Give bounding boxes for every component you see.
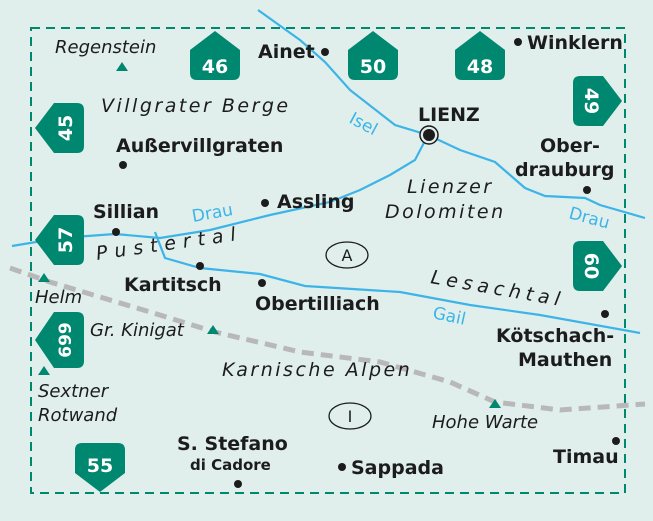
national-border bbox=[9, 265, 646, 413]
rivers bbox=[11, 9, 646, 335]
drau-river-east bbox=[427, 134, 646, 220]
svg-text:55: 55 bbox=[87, 455, 113, 477]
sheet-45-shield[interactable]: 45 bbox=[35, 103, 84, 153]
town-markers bbox=[112, 38, 620, 488]
town-obertilliach: Obertilliach bbox=[255, 293, 380, 315]
map-sheet-boundary bbox=[30, 27, 626, 494]
svg-text:57: 57 bbox=[55, 227, 77, 253]
svg-text:46: 46 bbox=[202, 56, 228, 78]
sheet-48-shield[interactable]: 48 bbox=[455, 31, 505, 80]
lienz-city-marker bbox=[419, 125, 439, 145]
sheet-46-shield[interactable]: 46 bbox=[190, 31, 240, 80]
peak-triangles bbox=[38, 62, 501, 408]
svg-text:A: A bbox=[342, 246, 353, 265]
country-austria: A bbox=[325, 241, 369, 269]
gail-river bbox=[153, 231, 641, 335]
sheet-49-shield[interactable]: 49 bbox=[573, 76, 622, 126]
town-drauburg: drauburg bbox=[515, 159, 614, 181]
town-timau: Timau bbox=[553, 446, 619, 468]
town-sillian: Sillian bbox=[93, 201, 159, 223]
river-label-drau-west: Drau bbox=[190, 200, 234, 227]
peak-kinigat: Gr. Kinigat bbox=[90, 320, 185, 341]
isel-river bbox=[257, 9, 429, 137]
town-kartitsch: Kartitsch bbox=[124, 274, 222, 296]
region-lesachtal: Lesachtal bbox=[429, 266, 566, 311]
town-ausservillgraten: Außervillgraten bbox=[116, 135, 283, 157]
svg-text:50: 50 bbox=[360, 56, 386, 78]
town-lienz: LIENZ bbox=[418, 104, 480, 126]
sheet-60-shield[interactable]: 60 bbox=[573, 241, 622, 291]
town-cadore: di Cadore bbox=[190, 456, 271, 474]
region-karnische-alpen: Karnische Alpen bbox=[222, 359, 412, 381]
peak-regenstein: Regenstein bbox=[55, 37, 156, 58]
peak-sextner: Sextner bbox=[38, 381, 110, 402]
drau-river-west bbox=[11, 134, 429, 248]
sheet-50-shield[interactable]: 50 bbox=[348, 31, 398, 80]
region-villgrater-berge: Villgrater Berge bbox=[101, 95, 291, 117]
town-koetschach: Kötschach- bbox=[496, 325, 614, 347]
town-winklern: Winklern bbox=[527, 32, 623, 54]
region-dolomiten: Dolomiten bbox=[385, 201, 506, 223]
river-label-gail: Gail bbox=[431, 303, 467, 329]
sheet-699-shield[interactable]: 699 bbox=[35, 312, 84, 368]
town-ainet: Ainet bbox=[258, 41, 315, 63]
svg-text:I: I bbox=[348, 407, 353, 426]
peak-rotwand: Rotwand bbox=[38, 405, 118, 426]
svg-text:60: 60 bbox=[580, 253, 602, 279]
svg-text:45: 45 bbox=[55, 115, 77, 141]
town-ober: Ober- bbox=[540, 135, 600, 157]
region-lienzer: Lienzer bbox=[407, 176, 494, 198]
sheet-55-shield[interactable]: 55 bbox=[75, 443, 125, 492]
town-assling: Assling bbox=[277, 191, 354, 213]
svg-text:699: 699 bbox=[56, 322, 76, 358]
river-label-isel: Isel bbox=[346, 109, 381, 140]
town-sappada: Sappada bbox=[351, 457, 444, 479]
country-italy: I bbox=[328, 402, 372, 430]
river-label-drau-east: Drau bbox=[567, 204, 612, 234]
peak-helm: Helm bbox=[35, 287, 82, 308]
sheet-57-shield[interactable]: 57 bbox=[35, 215, 84, 265]
town-mauthen: Mauthen bbox=[518, 349, 612, 371]
town-stefano: S. Stefano bbox=[177, 433, 288, 455]
svg-text:48: 48 bbox=[467, 56, 493, 78]
svg-text:49: 49 bbox=[580, 88, 602, 114]
peak-hohe-warte: Hohe Warte bbox=[432, 412, 538, 433]
